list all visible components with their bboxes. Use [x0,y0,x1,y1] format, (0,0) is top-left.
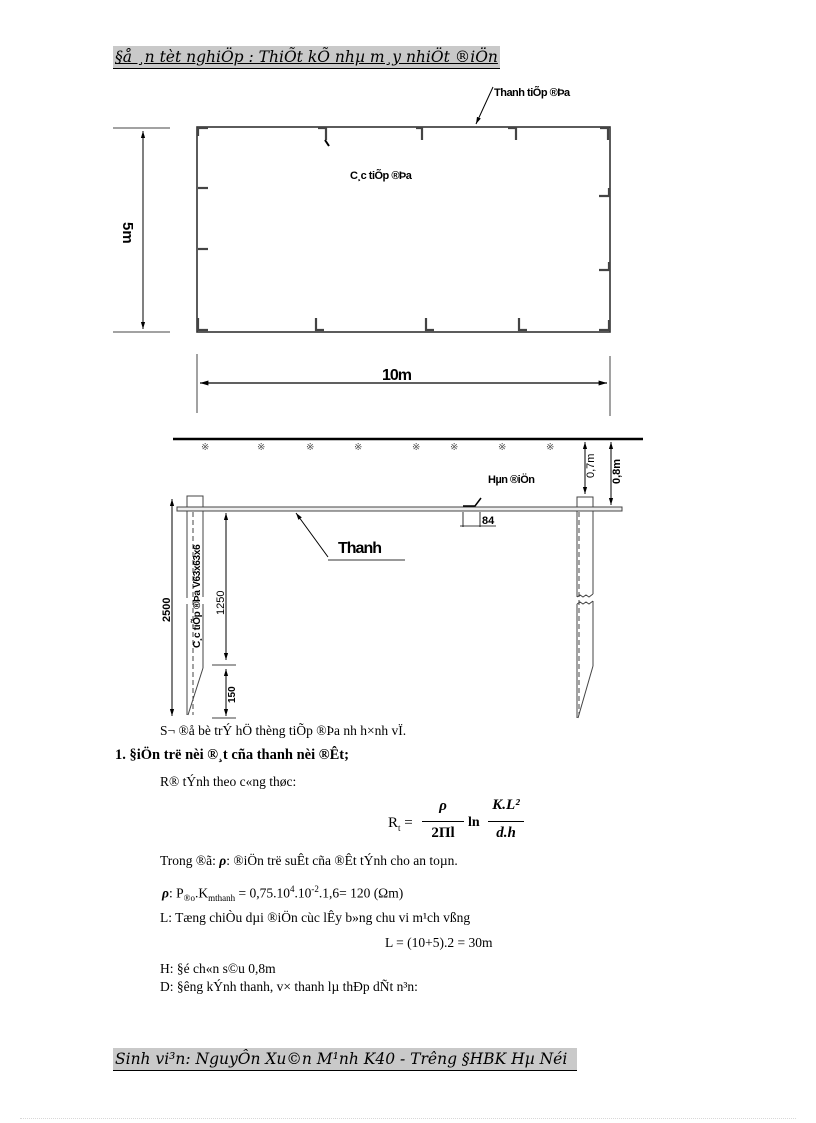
svg-text:※: ※ [498,442,506,453]
line-L: L: Tæng chiÒu dµi ®iÖn cùc lÊy b»ng chu … [160,910,471,925]
line-D: D: §êng kÝnh thanh, v× thanh lµ thÐp dÑt… [160,979,418,994]
page-footer: Sinh vi³n: NguyÔn Xu©n M¹nh K40 - Tr­êng… [113,1048,577,1071]
rod-markers [196,126,611,332]
thanh-label: Thanh [338,540,382,557]
line-rho: ρ: P®o.Kmthanh = 0,75.104.10-2.1,6= 120 … [162,884,404,904]
svg-text:※: ※ [412,442,420,453]
bar-label: Thanh tiÕp ®Þa [494,87,570,99]
line-L-eq: L = (10+5).2 = 30m [385,935,493,950]
svg-text:※: ※ [450,442,458,453]
dim-10m: 10m [382,367,412,384]
diagram-caption: S¬ ®å bè trÝ hÖ thèng tiÕp ®Þa nh h×nh v… [160,723,407,738]
right-rod [576,496,594,719]
line-H: H: §é ch«n s©u 0,8m [160,961,276,976]
rods-label: C¸c tiÕp ®Þa [350,170,412,182]
dim-150: 150 [227,686,238,703]
intro-text: R® tÝnh theo c«ng thøc: [160,774,297,789]
plan-rectangle [196,126,611,333]
dim-0-7m: 0,7m [585,453,597,478]
line-trong: Trong ®ã: ρ: ®iÖn trë suÊt cña ®Êt tÝnh … [160,853,458,868]
rod-label: C¸c tiÕp ®Þa V63x63x6 [192,544,203,648]
section-heading: 1. §iÖn trë nèi ®¸t cña thanh nèi ®Êt; [115,747,349,763]
dim-84: 84 [482,515,495,527]
svg-text:※: ※ [306,442,314,453]
soil-hatch: ※ ※ ※ ※ ※ ※ ※ ※ [201,442,554,453]
svg-text:※: ※ [257,442,265,453]
dim-0-8m: 0,8m [611,458,623,484]
svg-text:※: ※ [354,442,362,453]
page-bottom-divider [20,1118,796,1119]
weld-label: Hµn ®iÖn [488,474,535,486]
dim-1250: 1250 [215,590,227,615]
svg-text:※: ※ [546,442,554,453]
svg-text:※: ※ [201,442,209,453]
dim-2500: 2500 [161,597,173,622]
dim-5m: 5m [119,222,136,244]
left-rod [186,495,204,716]
page-header: §å ¸n tèt nghiÖp : ThiÕt kÕ nhµ m¸y nhiÖ… [113,46,500,69]
